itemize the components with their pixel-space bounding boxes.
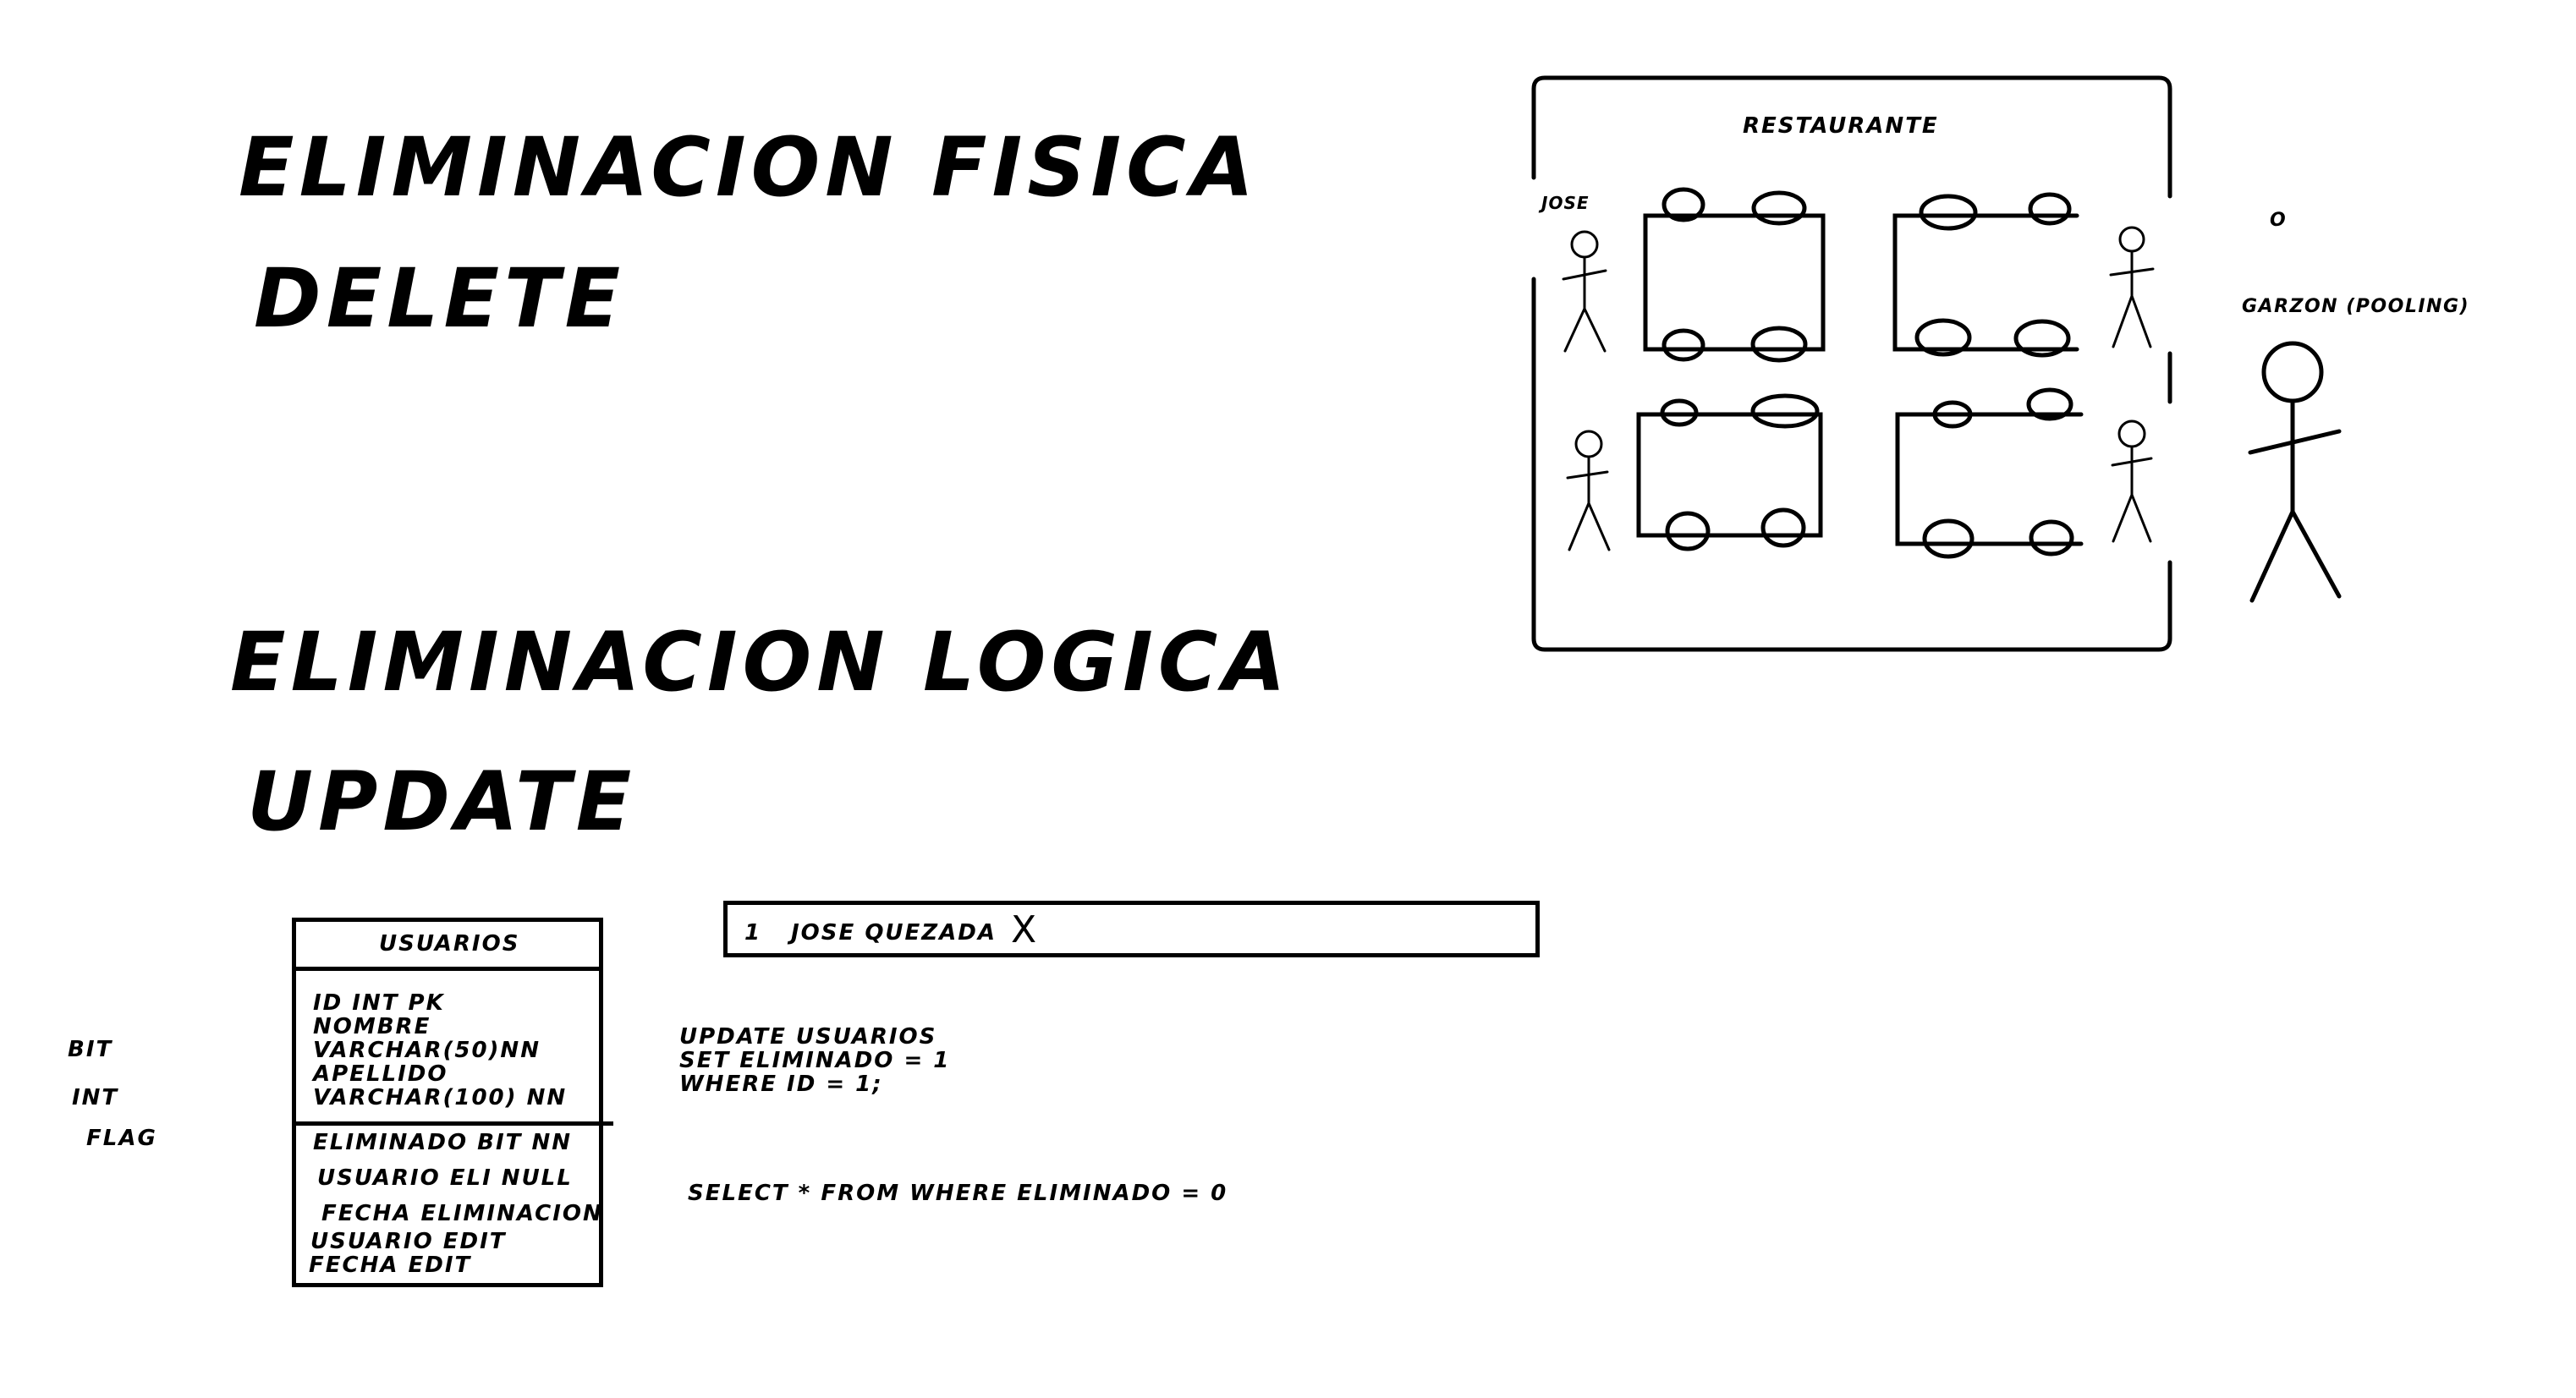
field-nombre: NOMBRE xyxy=(313,1014,431,1039)
sql-update-line-1: UPDATE USUARIOS xyxy=(679,1024,937,1050)
record-id: 1 xyxy=(744,920,762,946)
field-eliminado: ELIMINADO BIT NN xyxy=(313,1130,572,1155)
field-id: ID INT PK xyxy=(313,990,445,1016)
small-mark: O xyxy=(2270,210,2288,231)
field-usuario-eli: USUARIO ELI NULL xyxy=(317,1165,573,1191)
usuarios-table-title: USUARIOS xyxy=(379,931,520,957)
table-4 xyxy=(1895,412,2084,546)
client-figures xyxy=(1562,226,2155,551)
waiter-figure xyxy=(2248,341,2342,603)
sql-update-line-3: WHERE ID = 1; xyxy=(679,1072,883,1097)
record-row: 1 JOSE QUEZADA X xyxy=(723,901,1540,957)
table-2 xyxy=(1892,213,2079,352)
record-deleted-mark: X xyxy=(1011,908,1037,951)
heading-physical-delete: ELIMINACION FISICA xyxy=(239,120,1259,215)
sql-update-line-2: SET ELIMINADO = 1 xyxy=(679,1048,951,1073)
restaurant-title: RESTAURANTE xyxy=(1743,113,1939,139)
field-apellido: APELLIDO xyxy=(313,1061,448,1087)
side-label-int: INT xyxy=(72,1085,119,1110)
waiter-label: GARZON (POOLING) xyxy=(2242,296,2470,317)
side-label-flag: FLAG xyxy=(86,1126,157,1151)
field-fecha-eliminacion: FECHA ELIMINACION xyxy=(321,1201,603,1226)
restaurant-wall-bottom xyxy=(1531,277,2172,652)
sql-select-statement: SELECT * FROM WHERE ELIMINADO = 0 xyxy=(688,1181,1228,1206)
field-apellido-type: VARCHAR(100) NN xyxy=(313,1085,568,1110)
heading-logical-delete: ELIMINACION LOGICA xyxy=(230,615,1291,710)
usuarios-header-divider xyxy=(292,967,603,971)
usuarios-audit-divider xyxy=(292,1121,613,1126)
heading-delete-command: DELETE xyxy=(254,251,626,346)
table-3 xyxy=(1636,412,1823,538)
field-fecha-edit: FECHA EDIT xyxy=(309,1253,472,1278)
field-nombre-type: VARCHAR(50)NN xyxy=(313,1038,541,1063)
heading-update-command: UPDATE xyxy=(247,754,637,849)
client-label: JOSE xyxy=(1541,193,1590,213)
usuarios-table-border xyxy=(292,918,603,1287)
field-usuario-edit: USUARIO EDIT xyxy=(310,1229,507,1254)
table-1 xyxy=(1643,213,1826,352)
usuarios-key-fields: ID INT PK NOMBRE VARCHAR(50)NN APELLIDO … xyxy=(313,992,567,1110)
sql-update-block: UPDATE USUARIOS SET ELIMINADO = 1 WHERE … xyxy=(679,1025,950,1096)
record-name: JOSE QUEZADA xyxy=(791,920,997,946)
side-label-bit: BIT xyxy=(68,1037,113,1062)
restaurant-wall-top xyxy=(1531,75,2172,199)
